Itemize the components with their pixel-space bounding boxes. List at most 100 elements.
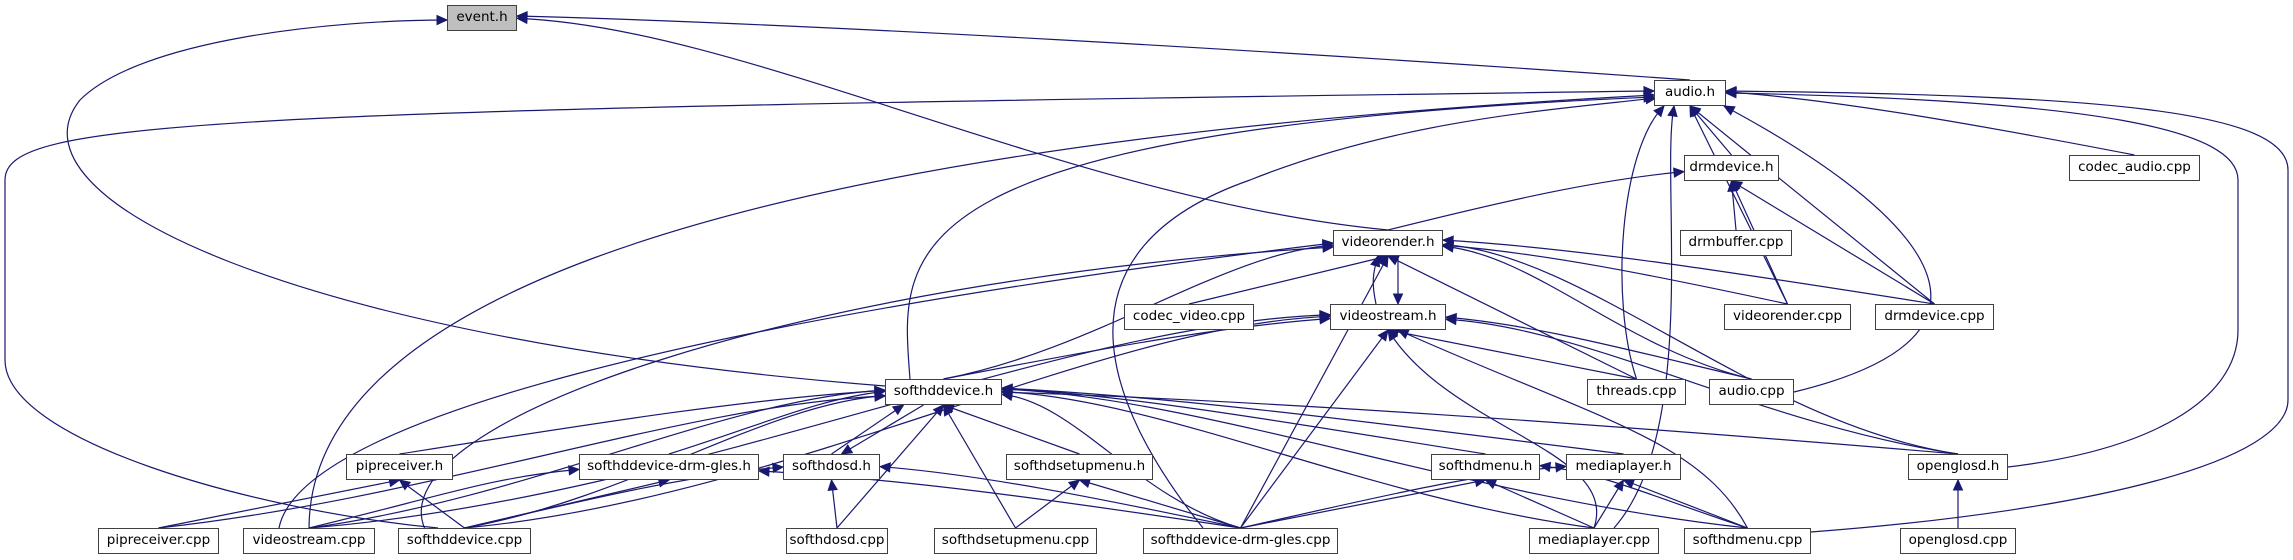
edge-line [1442, 244, 1788, 305]
edge-mediaplayer-cpp-to-softhdmenu-h [1484, 479, 1595, 529]
edge-line [516, 15, 1691, 81]
edge-line [668, 390, 886, 455]
arrowhead-icon [1392, 293, 1404, 306]
edge-line [308, 389, 886, 529]
edge-threads-cpp-to-videostream-h [1386, 326, 1637, 380]
arrowhead-icon [1613, 478, 1625, 492]
edge-line [1442, 244, 1959, 455]
edge-softhdsetupmenu-cpp-to-softhddevice-h [942, 403, 1017, 529]
node-videorender-cpp[interactable]: videorender.cpp [1724, 304, 1851, 330]
arrowhead-icon [1667, 104, 1678, 118]
edge-drmdevice-cpp-to-audio-h [1689, 105, 1935, 305]
edge-line [1725, 90, 2289, 533]
arrowhead-icon [840, 444, 854, 455]
arrowhead-icon [1378, 254, 1389, 268]
node-softhddevice-drm-gles-h[interactable]: softhddevice-drm-gles.h [579, 454, 759, 480]
node-softhdsetupmenu-cpp[interactable]: softhdsetupmenu.cpp [934, 528, 1097, 554]
edge-line [1731, 180, 1935, 305]
node-softhddevice-h[interactable]: softhddevice.h [885, 379, 1002, 405]
node-videostream-h[interactable]: videostream.h [1330, 304, 1446, 330]
arrowhead-icon [1386, 255, 1400, 266]
edge-line [1387, 329, 1637, 380]
arrowhead-icon [398, 479, 412, 491]
arrowhead-icon [1484, 479, 1498, 490]
edge-line [1112, 97, 1657, 529]
node-videostream-cpp[interactable]: videostream.cpp [243, 528, 375, 554]
node-softhdosd-h[interactable]: softhdosd.h [783, 454, 880, 480]
edge-videostream-cpp-to-softhddevice-drm-gles-h [308, 465, 581, 529]
edge-threads-cpp-to-audio-h [1621, 105, 1665, 380]
edge-line [943, 317, 1331, 380]
node-openglosd-h[interactable]: openglosd.h [1908, 454, 2008, 480]
node-softhdosd-cpp[interactable]: softhdosd.cpp [786, 528, 888, 554]
edge-line [278, 242, 1334, 529]
edge-softhddevice-cpp-to-pipreceiver-h [398, 479, 465, 529]
edge-openglosd-h-to-videorender-h [1441, 240, 1959, 455]
edge-line [158, 479, 400, 529]
arrowhead-icon [1396, 329, 1410, 340]
node-videorender-h[interactable]: videorender.h [1333, 230, 1443, 256]
edge-softhdosd-h-to-softhddevice-h [831, 404, 905, 455]
node-pipreceiver-cpp[interactable]: pipreceiver.cpp [98, 528, 219, 554]
node-mediaplayer-h[interactable]: mediaplayer.h [1566, 454, 1681, 480]
arrowhead-icon [1730, 180, 1744, 191]
edge-line [1001, 387, 1486, 455]
edge-audio-cpp-to-audio-h [1722, 105, 1932, 393]
edge-videorender-h-to-drmdevice-h [1387, 167, 1686, 231]
edge-mediaplayer-cpp-to-audio-h [1613, 104, 1678, 529]
edge-line [1015, 479, 1080, 529]
node-softhddevice-cpp[interactable]: softhddevice.cpp [398, 528, 531, 554]
edge-videostream-h-to-videorender-h [1370, 254, 1381, 305]
node-audio-cpp[interactable]: audio.cpp [1709, 379, 1794, 405]
edge-videostream-cpp-to-videostream-h [308, 309, 1332, 529]
edge-softhddevice-cpp-to-audio-h [4, 85, 1656, 529]
node-softhdmenu-h[interactable]: softhdmenu.h [1431, 454, 1540, 480]
edge-codec-video-cpp-to-videorender-h [1188, 253, 1390, 305]
edge-line [1239, 255, 1389, 529]
edge-line [1240, 329, 1389, 529]
arrowhead-icon [1387, 328, 1399, 342]
node-codec-audio-cpp[interactable]: codec_audio.cpp [2069, 155, 2200, 181]
edge-line [399, 389, 886, 455]
arrowhead-icon [1444, 314, 1457, 326]
arrowhead-icon [878, 462, 891, 473]
arrowhead-icon [1000, 384, 1013, 395]
node-drmdevice-cpp[interactable]: drmdevice.cpp [1875, 304, 1994, 330]
edge-softhddevice-drm-gles-cpp-to-softhdsetupmenu-h [1078, 477, 1241, 529]
edge-line [516, 17, 1389, 231]
node-pipreceiver-h[interactable]: pipreceiver.h [346, 454, 453, 480]
node-softhdmenu-cpp[interactable]: softhdmenu.cpp [1684, 528, 1811, 554]
arrowhead-icon [1555, 462, 1568, 473]
edge-audio-cpp-to-videostream-h [1444, 312, 1752, 380]
arrowhead-icon [1538, 461, 1552, 473]
arrowhead-icon [772, 462, 785, 474]
edge-line [943, 404, 1080, 455]
node-drmbuffer-cpp[interactable]: drmbuffer.cpp [1680, 230, 1792, 256]
node-softhddevice-drm-gles-cpp[interactable]: softhddevice-drm-gles.cpp [1143, 528, 1338, 554]
node-mediaplayer-cpp[interactable]: mediaplayer.cpp [1529, 528, 1659, 554]
edge-line [1613, 105, 1675, 529]
edge-videorender-h-to-event-h [515, 13, 1389, 231]
edge-line [308, 94, 1655, 529]
arrowhead-icon [1319, 311, 1332, 323]
node-softhdsetupmenu-h[interactable]: softhdsetupmenu.h [1006, 454, 1153, 480]
edge-pipreceiver-cpp-to-softhddevice-h [158, 391, 887, 529]
edge-openglosd-h-to-videostream-h [1444, 314, 1959, 455]
edge-audio-h-to-event-h [515, 11, 1691, 81]
node-audio-h[interactable]: audio.h [1654, 80, 1726, 106]
edge-softhdmenu-cpp-to-softhddevice-h [1000, 384, 1748, 529]
edge-line [399, 479, 465, 529]
arrowhead-icon [1441, 240, 1454, 251]
node-drmdevice-h[interactable]: drmdevice.h [1684, 155, 1779, 181]
arrowhead-icon [1643, 85, 1656, 97]
arrowhead-icon [1377, 329, 1389, 342]
node-threads-cpp[interactable]: threads.cpp [1587, 379, 1686, 405]
edge-line [1188, 255, 1389, 305]
edge-line [1387, 329, 1598, 529]
node-codec-video-cpp[interactable]: codec_video.cpp [1124, 304, 1254, 330]
edge-softhdsetupmenu-h-to-softhddevice-h [942, 403, 1080, 455]
edge-line [1240, 479, 1486, 529]
node-event-h: event.h [447, 5, 517, 31]
edge-line [1445, 318, 1959, 455]
node-openglosd-cpp[interactable]: openglosd.cpp [1900, 528, 2016, 554]
